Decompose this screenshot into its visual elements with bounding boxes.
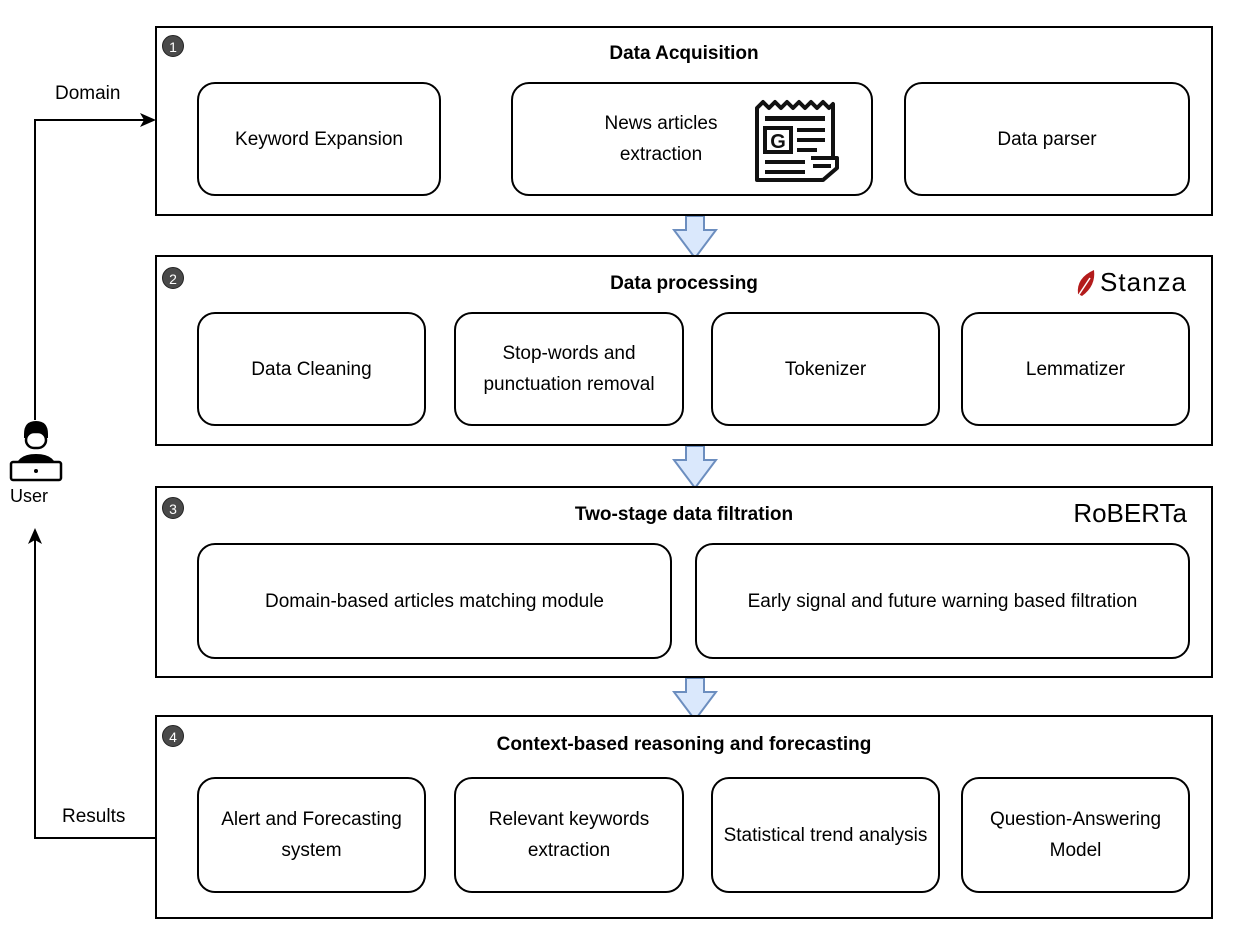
question-answering-box[interactable]: Question-Answering Model — [961, 777, 1190, 893]
feather-icon — [1077, 269, 1095, 296]
data-cleaning-box[interactable]: Data Cleaning — [197, 312, 426, 426]
stage-title: Context-based reasoning and forecasting — [496, 734, 872, 755]
stage-number-badge: 2 — [162, 267, 184, 289]
tokenizer-box[interactable]: Tokenizer — [711, 312, 940, 426]
down-arrow-3-4 — [672, 677, 718, 722]
results-connector — [34, 540, 156, 839]
stage-number-badge: 3 — [162, 497, 184, 519]
domain-arrowhead — [140, 113, 156, 127]
roberta-brand: RoBERTa — [1073, 498, 1187, 528]
data-parser-box[interactable]: Data parser — [904, 82, 1190, 196]
stopwords-removal-box[interactable]: Stop-words and punctuation removal — [454, 312, 684, 426]
stage-title: Data processing — [610, 273, 758, 294]
stage-number-badge: 1 — [162, 35, 184, 57]
user[interactable]: User — [8, 418, 64, 512]
svg-text:G: G — [770, 131, 786, 153]
stage-title: Two-stage data filtration — [574, 504, 794, 525]
stanza-logo: Stanza — [1074, 267, 1187, 298]
news-articles-extraction-label: News articles extraction — [604, 113, 718, 165]
down-arrow-1-2 — [672, 215, 718, 260]
stanza-brand: Stanza — [1100, 267, 1187, 297]
early-signal-filtration-box[interactable]: Early signal and future warning based fi… — [695, 543, 1190, 659]
news-articles-extraction-box[interactable]: News articles extraction G — [511, 82, 873, 196]
results-arrowhead — [28, 528, 42, 544]
stage-data-acquisition: 1 Data Acquisition Keyword Expansion New… — [155, 26, 1213, 216]
lemmatizer-box[interactable]: Lemmatizer — [961, 312, 1190, 426]
alert-forecasting-box[interactable]: Alert and Forecasting system — [197, 777, 426, 893]
stage-two-stage-filtration: 3 Two-stage data filtration RoBERTa Doma… — [155, 486, 1213, 678]
down-arrow-2-3 — [672, 445, 718, 490]
domain-label: Domain — [55, 83, 121, 104]
results-label: Results — [62, 806, 126, 827]
stage-number-badge: 4 — [162, 725, 184, 747]
stage-data-processing: 2 Data processing Stanza Data Cleaning S… — [155, 255, 1213, 446]
stage-reasoning-forecasting: 4 Context-based reasoning and forecastin… — [155, 715, 1213, 919]
statistical-trend-box[interactable]: Statistical trend analysis — [711, 777, 940, 893]
keyword-expansion-box[interactable]: Keyword Expansion — [197, 82, 441, 196]
domain-connector — [34, 119, 146, 420]
user-laptop-icon — [9, 421, 63, 482]
keywords-extraction-box[interactable]: Relevant keywords extraction — [454, 777, 684, 893]
newspaper-icon: G — [755, 100, 839, 182]
user-label: User — [10, 486, 49, 506]
stage-title: Data Acquisition — [609, 43, 759, 64]
domain-matching-box[interactable]: Domain-based articles matching module — [197, 543, 672, 659]
